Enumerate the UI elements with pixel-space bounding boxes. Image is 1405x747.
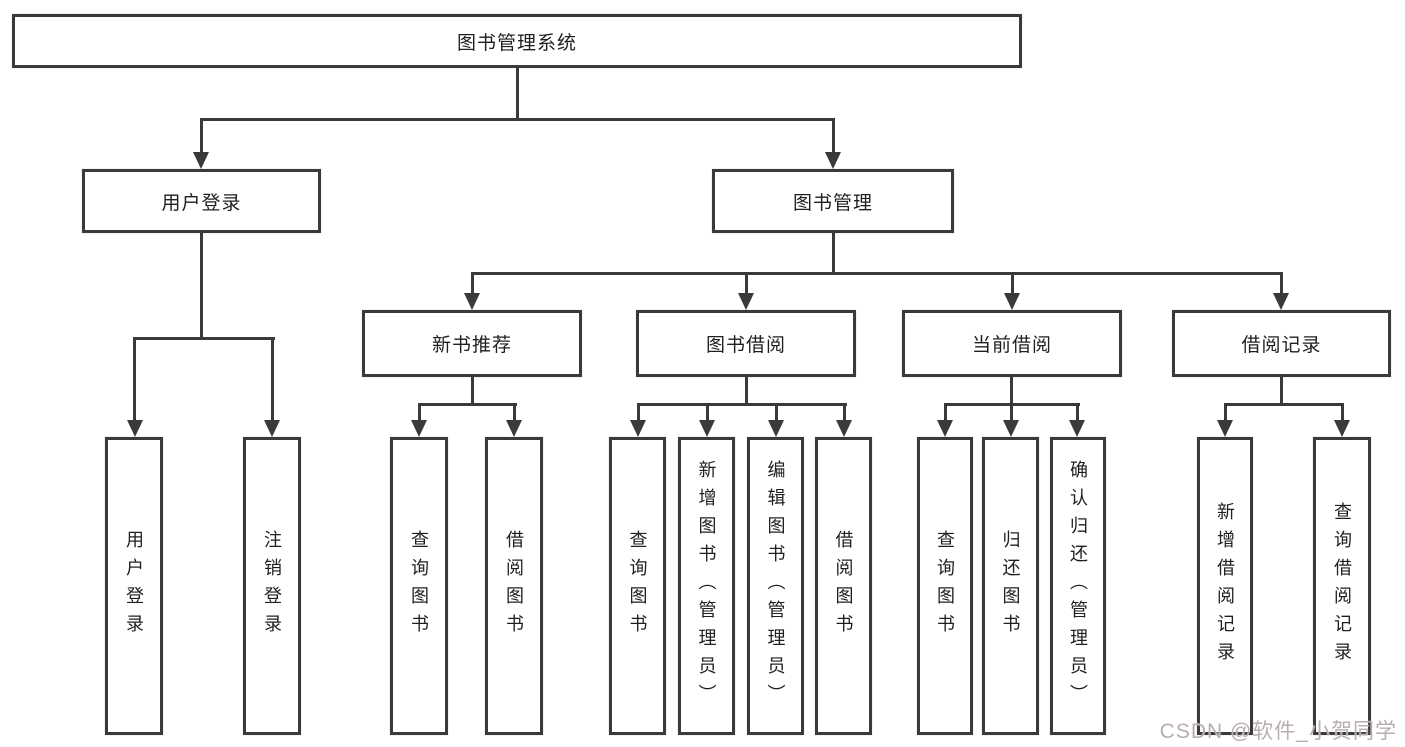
connector-line — [1010, 272, 1014, 295]
connector-line — [1009, 403, 1013, 422]
arrow-down-icon — [1273, 293, 1289, 310]
leaf-label: 查询图书 — [409, 530, 429, 642]
leaf-label: 查询图书 — [627, 530, 648, 642]
leaf-confirm-return-admin: 确认归还（管理员） — [1050, 437, 1106, 735]
connector-line — [744, 272, 748, 295]
arrow-down-icon — [1217, 420, 1233, 437]
leaf-query-book-2: 查询图书 — [609, 437, 666, 735]
arrow-down-icon — [738, 293, 754, 310]
arrow-down-icon — [264, 420, 280, 437]
arrow-down-icon — [937, 420, 953, 437]
connector-line — [943, 403, 947, 422]
connector-line — [470, 377, 474, 406]
node-book-borrow: 图书借阅 — [636, 310, 856, 377]
connector-line — [831, 118, 835, 154]
connector-line — [199, 233, 203, 340]
connector-line — [774, 403, 778, 422]
connector-line — [1279, 272, 1283, 295]
arrow-down-icon — [506, 420, 522, 437]
leaf-return-book: 归还图书 — [982, 437, 1039, 735]
connector-line — [417, 403, 421, 422]
leaf-borrow-book-2: 借阅图书 — [815, 437, 872, 735]
connector-line — [515, 68, 519, 118]
connector-line — [199, 118, 203, 154]
node-label: 用户登录 — [161, 192, 242, 214]
connector-line — [831, 233, 835, 275]
arrow-down-icon — [411, 420, 427, 437]
connector-line — [470, 272, 1283, 275]
connector-line — [512, 403, 516, 422]
connector-line — [1279, 377, 1283, 406]
connector-line — [842, 403, 846, 422]
node-borrow-record: 借阅记录 — [1172, 310, 1391, 377]
node-label: 图书管理系统 — [456, 32, 577, 54]
leaf-label: 新增借阅记录 — [1215, 502, 1235, 670]
connector-line — [744, 377, 748, 406]
leaf-query-borrow-record: 查询借阅记录 — [1313, 437, 1371, 735]
leaf-label: 查询借阅记录 — [1332, 502, 1352, 670]
arrow-down-icon — [1334, 420, 1350, 437]
leaf-edit-book-admin: 编辑图书（管理员） — [747, 437, 804, 735]
leaf-label: 编辑图书（管理员） — [765, 460, 786, 712]
node-label: 当前借阅 — [971, 335, 1052, 356]
arrow-down-icon — [836, 420, 852, 437]
node-root-library-system: 图书管理系统 — [12, 14, 1022, 68]
connector-line — [133, 337, 275, 340]
connector-line — [417, 403, 517, 406]
leaf-label: 新增图书（管理员） — [696, 460, 717, 712]
node-new-book-recommend: 新书推荐 — [362, 310, 582, 377]
leaf-label: 注销登录 — [262, 530, 282, 642]
connector-line — [1009, 377, 1013, 406]
connector-line — [199, 118, 835, 121]
leaf-add-book-admin: 新增图书（管理员） — [678, 437, 735, 735]
arrow-down-icon — [1004, 293, 1020, 310]
connector-line — [1223, 403, 1227, 422]
leaf-query-book-1: 查询图书 — [390, 437, 448, 735]
arrow-down-icon — [1069, 420, 1085, 437]
connector-line — [470, 272, 474, 295]
leaf-label: 确认归还（管理员） — [1068, 460, 1088, 712]
arrow-down-icon — [630, 420, 646, 437]
connector-line — [705, 403, 709, 422]
arrow-down-icon — [699, 420, 715, 437]
leaf-label: 借阅图书 — [504, 530, 524, 642]
leaf-borrow-book-1: 借阅图书 — [485, 437, 543, 735]
node-label: 图书借阅 — [705, 335, 786, 356]
leaf-query-book-3: 查询图书 — [917, 437, 973, 735]
connector-line — [1340, 403, 1344, 422]
connector-line — [1075, 403, 1079, 422]
leaf-user-login: 用户登录 — [105, 437, 163, 735]
node-label: 借阅记录 — [1241, 335, 1322, 356]
node-book-management: 图书管理 — [712, 169, 954, 233]
arrow-down-icon — [768, 420, 784, 437]
connector-line — [1223, 403, 1344, 406]
leaf-label: 借阅图书 — [833, 530, 854, 642]
node-label: 图书管理 — [792, 192, 873, 214]
node-current-borrow: 当前借阅 — [902, 310, 1122, 377]
arrow-down-icon — [193, 152, 209, 169]
arrow-down-icon — [1003, 420, 1019, 437]
leaf-label: 用户登录 — [124, 530, 144, 642]
node-label: 新书推荐 — [431, 335, 512, 356]
connector-line — [636, 403, 847, 406]
leaf-label: 归还图书 — [1000, 530, 1021, 642]
leaf-label: 查询图书 — [935, 530, 955, 642]
leaf-logout: 注销登录 — [243, 437, 301, 735]
arrow-down-icon — [464, 293, 480, 310]
arrow-down-icon — [126, 420, 143, 437]
leaf-add-borrow-record: 新增借阅记录 — [1197, 437, 1253, 735]
node-user-login: 用户登录 — [82, 169, 321, 233]
connector-line — [270, 337, 274, 422]
arrow-down-icon — [825, 152, 841, 169]
csdn-watermark: CSDN @软件_小贺同学 — [1159, 720, 1397, 743]
connector-line — [636, 403, 640, 422]
connector-line — [133, 337, 136, 422]
